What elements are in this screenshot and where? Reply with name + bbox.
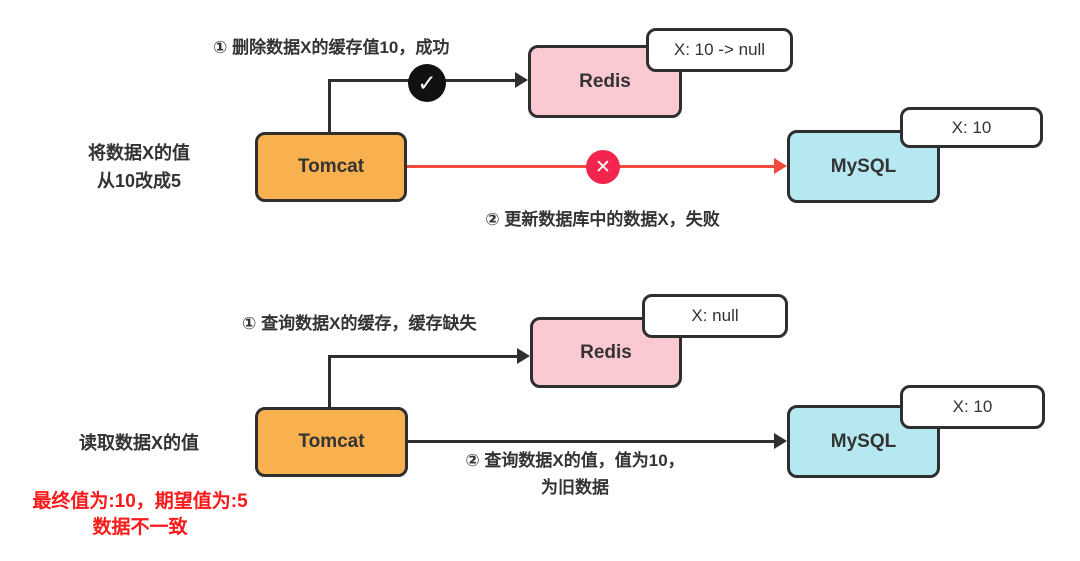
- cross-glyph: ✕: [595, 156, 611, 178]
- update-step2-label: ② 更新数据库中的数据X，失败: [485, 210, 720, 229]
- scenario-update-side-label: 将数据X的值 从10改成5: [39, 139, 239, 195]
- redis-value-badge: X: 10 -> null: [646, 28, 793, 72]
- read-step2-label-line2: 为旧数据: [541, 478, 609, 497]
- scenario-read-side-label: 读取数据X的值: [78, 433, 199, 453]
- read-step2-arrow-segment: [408, 440, 776, 443]
- result-line2: 数据不一致: [92, 517, 188, 538]
- redis-node-label: Redis: [580, 341, 632, 363]
- redis-value-badge: X: null: [642, 294, 788, 338]
- update-step1-arrow-segment-vertical: [328, 81, 331, 132]
- redis-node-label: Redis: [579, 70, 631, 92]
- read-step1-arrow-head-icon: [517, 348, 530, 364]
- inconsistency-result-label: 最终值为:10，期望值为:5 数据不一致: [10, 489, 270, 541]
- update-step2-arrow-head-icon: [774, 158, 787, 174]
- result-line1: 最终值为:10，期望值为:5: [32, 491, 248, 512]
- mysql-node: MySQL: [787, 405, 940, 478]
- redis-value-text: X: null: [691, 306, 739, 325]
- tomcat-node-label: Tomcat: [297, 156, 365, 177]
- read-step2-label-line1: ② 查询数据X的值，值为10，: [465, 451, 685, 470]
- side-label-line1: 将数据X的值: [87, 143, 190, 163]
- redis-value-text: X: 10 -> null: [673, 40, 766, 59]
- tomcat-node: Tomcat: [255, 132, 407, 202]
- failure-icon: ✕: [586, 150, 620, 184]
- tomcat-node-label: Tomcat: [298, 431, 365, 452]
- mysql-node-label: MySQL: [830, 430, 897, 452]
- mysql-value-badge: X: 10: [900, 107, 1043, 148]
- check-glyph: ✓: [417, 69, 437, 96]
- read-step1-label: ① 查询数据X的缓存，缓存缺失: [242, 314, 477, 333]
- read-step2-label: ② 查询数据X的值，值为10， 为旧数据: [425, 447, 725, 501]
- update-step1-arrow-head-icon: [515, 72, 528, 88]
- side-label-line2: 从10改成5: [96, 171, 182, 191]
- update-step1-label: ① 删除数据X的缓存值10，成功: [213, 38, 450, 57]
- mysql-node: MySQL: [787, 130, 940, 203]
- mysql-value-text: X: 10: [952, 397, 993, 416]
- mysql-value-text: X: 10: [951, 117, 992, 137]
- read-step1-arrow-segment-horizontal: [328, 355, 518, 358]
- mysql-value-badge: X: 10: [900, 385, 1045, 429]
- success-icon: ✓: [408, 64, 446, 102]
- mysql-node-label: MySQL: [830, 155, 897, 177]
- read-step2-arrow-head-icon: [774, 433, 787, 449]
- tomcat-node: Tomcat: [255, 407, 408, 477]
- read-step1-arrow-segment-vertical: [328, 357, 331, 407]
